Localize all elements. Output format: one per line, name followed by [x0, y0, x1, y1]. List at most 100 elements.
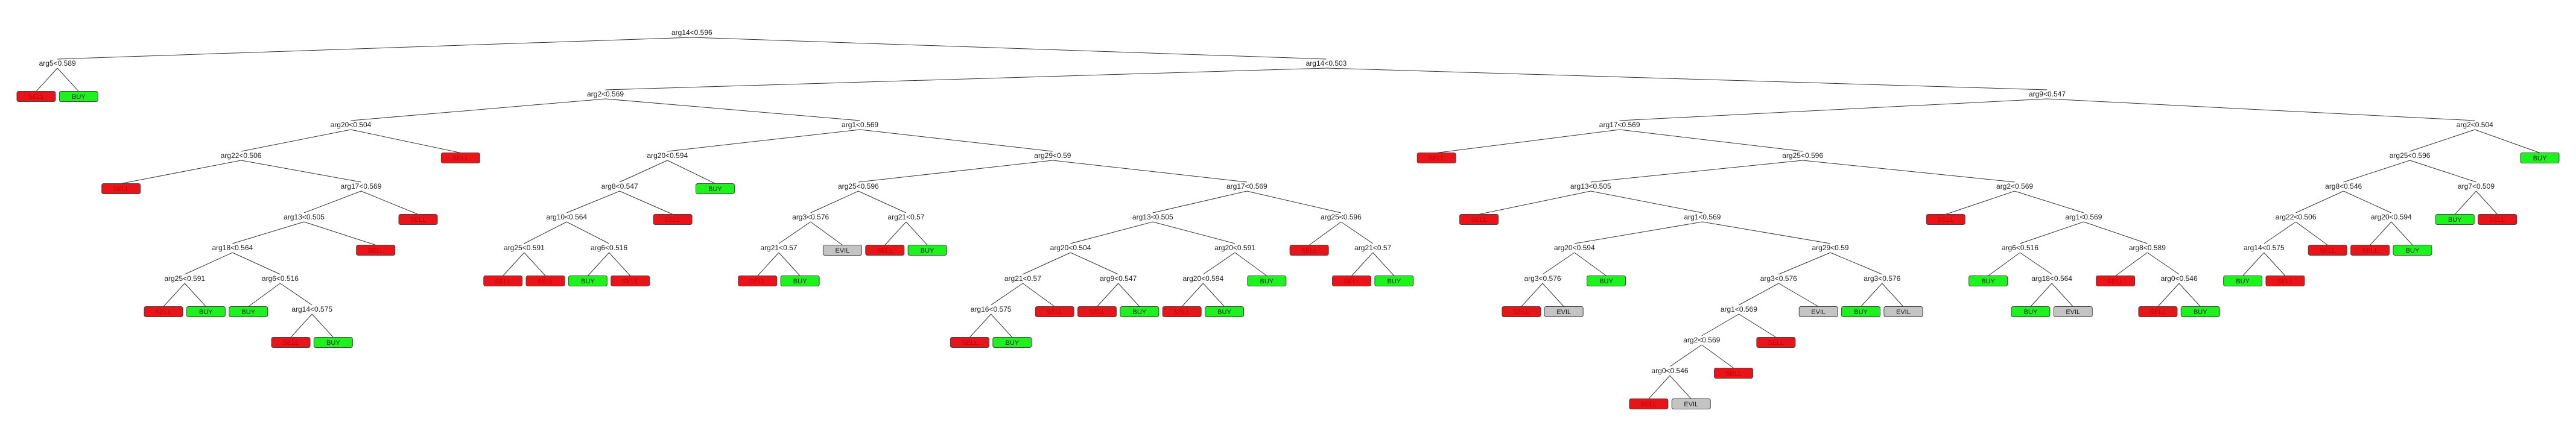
leaf-label: SELL — [1174, 309, 1190, 316]
tree-edge — [351, 129, 461, 153]
leaf-node-sell: SELL — [483, 276, 523, 286]
tree-edge — [2242, 252, 2265, 276]
tree-edge — [1619, 129, 1803, 152]
tree-edge — [2343, 160, 2410, 183]
leaf-node-buy: BUY — [2223, 276, 2263, 286]
leaf-box — [950, 337, 989, 348]
tree-edge — [351, 98, 606, 121]
leaf-box — [2350, 245, 2390, 256]
leaf-node-buy: BUY — [907, 245, 947, 256]
tree-edge — [860, 129, 1053, 152]
tree-edge — [57, 37, 692, 60]
leaf-label: BUY — [2448, 216, 2462, 224]
leaf-box — [2138, 306, 2178, 317]
leaf-box — [101, 183, 141, 194]
split-node-label: arg13<0.505 — [284, 213, 325, 221]
leaf-box — [992, 337, 1032, 348]
leaf-node-buy: BUY — [2393, 245, 2432, 256]
leaf-node-sell: SELL — [1162, 306, 1202, 317]
leaf-label: SELL — [1301, 247, 1318, 254]
leaf-label: SELL — [2362, 247, 2378, 254]
split-node-label: arg22<0.506 — [2276, 213, 2317, 221]
leaf-label: SELL — [28, 93, 45, 101]
leaf-node-sell: SELL — [271, 337, 311, 348]
leaf-node-sell: SELL — [2350, 245, 2390, 256]
leaf-node-buy: BUY — [1587, 276, 1626, 286]
tree-edge — [810, 191, 859, 213]
leaf-node-buy: BUY — [1374, 276, 1414, 286]
split-node-label: arg16<0.575 — [971, 305, 1012, 313]
split-node-label: arg1<0.569 — [2065, 213, 2102, 221]
tree-edge — [241, 129, 351, 152]
leaf-node-buy: BUY — [992, 337, 1032, 348]
tree-edge — [609, 252, 631, 276]
leaf-node-buy: BUY — [568, 276, 608, 286]
tree-edge — [1882, 283, 1904, 307]
tree-edge — [2047, 98, 2475, 121]
tree-edge — [232, 221, 305, 244]
leaf-label: BUY — [326, 339, 340, 347]
split-node-label: arg8<0.547 — [601, 182, 638, 191]
leaf-node-evil: EVIL — [1544, 306, 1584, 317]
leaf-node-buy: BUY — [229, 306, 268, 317]
tree-edge — [605, 98, 860, 121]
tree-edge — [2475, 129, 2540, 153]
split-node-label: arg5<0.589 — [39, 59, 76, 68]
leaf-node-sell: SELL — [950, 337, 989, 348]
leaf-label: SELL — [749, 278, 766, 285]
leaf-node-sell: SELL — [1756, 337, 1796, 348]
leaf-node-sell: SELL — [2478, 214, 2517, 225]
tree-edge — [810, 221, 843, 245]
leaf-label: SELL — [1471, 216, 1487, 224]
tree-edge — [2157, 283, 2180, 307]
leaf-node-buy: BUY — [1120, 306, 1160, 317]
tree-edge — [524, 252, 546, 276]
tree-edge — [184, 283, 206, 307]
leaf-label: EVIL — [2066, 309, 2080, 316]
split-node-label: arg25<0.591 — [504, 244, 545, 252]
tree-edge — [1326, 68, 2048, 90]
leaf-box — [1714, 368, 1754, 379]
leaf-box — [2223, 276, 2263, 286]
tree-edge — [778, 221, 811, 244]
leaf-box — [2096, 276, 2136, 286]
tree-edge — [2051, 283, 2073, 307]
tree-edge — [1988, 252, 2020, 276]
leaf-node-evil: EVIL — [1671, 398, 1711, 409]
leaf-node-evil: EVIL — [1798, 306, 1838, 317]
leaf-box — [1459, 214, 1499, 225]
leaf-node-sell: SELL — [611, 276, 650, 286]
tree-edge — [2409, 129, 2475, 152]
leaf-box — [398, 214, 438, 225]
tree-edge — [232, 252, 281, 275]
split-node-label: arg20<0.594 — [647, 151, 688, 160]
leaf-box — [1289, 245, 1329, 256]
split-node-label: arg17<0.569 — [1599, 121, 1640, 129]
tree-edge — [503, 252, 525, 276]
leaf-node-buy: BUY — [1841, 306, 1881, 317]
tree-edge — [361, 191, 419, 215]
tree-edge — [1946, 191, 2015, 215]
split-node-label: arg14<0.575 — [2244, 244, 2285, 252]
leaf-box — [1374, 276, 1414, 286]
leaf-label: SELL — [495, 278, 511, 285]
leaf-node-buy: BUY — [313, 337, 353, 348]
tree-edge — [588, 252, 609, 276]
tree-edge — [2020, 221, 2084, 244]
tree-edge — [1590, 160, 1803, 183]
split-node-label: arg3<0.576 — [1524, 274, 1561, 283]
tree-edge — [1351, 252, 1374, 276]
leaf-label: SELL — [1640, 401, 1657, 408]
leaf-node-sell: SELL — [525, 276, 565, 286]
leaf-label: SELL — [367, 247, 384, 254]
split-node-label: arg21<0.57 — [1004, 274, 1041, 283]
tree-edge — [906, 221, 928, 245]
leaf-label: SELL — [538, 278, 554, 285]
split-node-label: arg18<0.564 — [212, 244, 253, 252]
leaf-label: SELL — [1513, 309, 1529, 316]
leaf-label: BUY — [1854, 309, 1868, 316]
leaf-label: SELL — [410, 216, 427, 224]
tree-edge — [1803, 160, 2015, 183]
leaf-box — [653, 214, 693, 225]
